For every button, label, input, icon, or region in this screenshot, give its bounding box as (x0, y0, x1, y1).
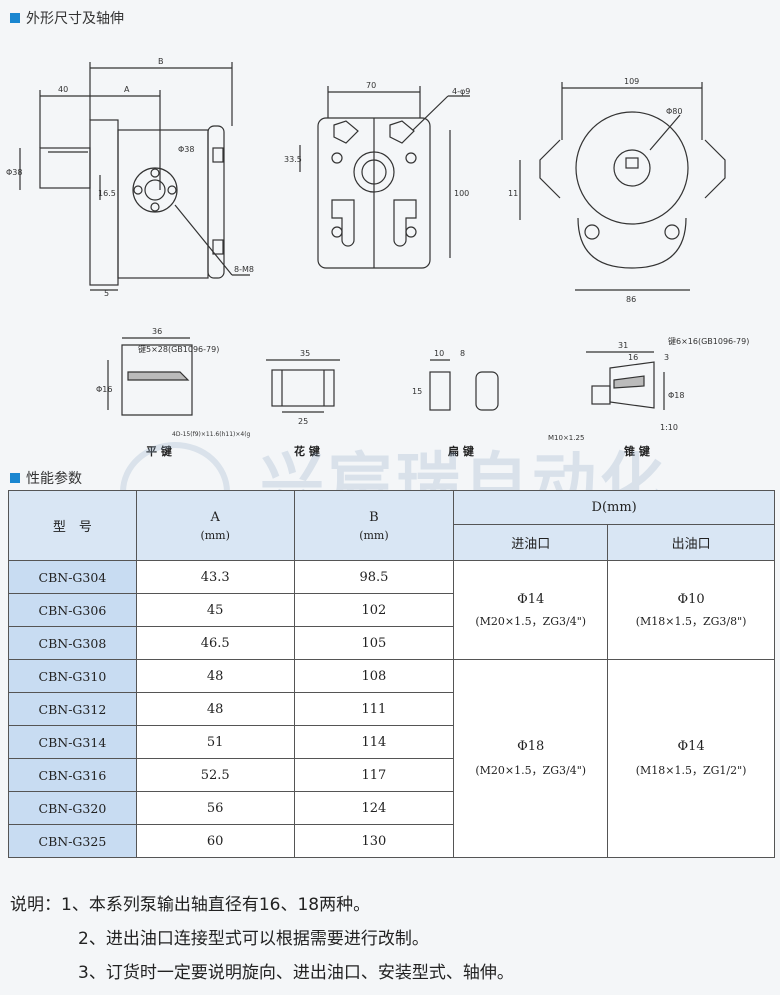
key4-label-3: 3 (664, 353, 669, 362)
header-D: D(mm) (453, 490, 775, 525)
header-model: 型 号 (8, 490, 137, 561)
caption-spline-key: 花 键 (294, 444, 321, 458)
key3-label-15: 15 (412, 387, 422, 396)
key2-label-spec: 4D-15(f9)×11.6(h11)×4(g (172, 431, 251, 438)
key4-label-spec: 键6×16(GB1096-79) (668, 336, 749, 346)
key2-label-35: 35 (300, 349, 310, 358)
dim-label-11: 11 (508, 189, 518, 198)
header-A: A(mm) (135, 490, 295, 561)
technical-drawings: B A 40 Φ38 16.5 5 Φ38 8-M8 70 33.5 100 4… (6, 57, 749, 458)
caption-taper-key: 锥 键 (624, 444, 651, 458)
dim-label-16-5: 16.5 (98, 189, 116, 198)
note-line-2: 2、进出油口连接型式可以根据需要进行改制。 (78, 929, 429, 949)
dim-label-5: 5 (104, 289, 109, 298)
performance-section-title: 性能参数 (10, 468, 82, 488)
key1-label-36: 36 (152, 327, 162, 336)
section-bullet-icon (10, 473, 20, 483)
key3-label-8: 8 (460, 349, 465, 358)
front-view-drawing (299, 86, 470, 269)
side-view-drawing (19, 62, 250, 291)
flat2-key-drawing (429, 359, 499, 411)
dim-label-70: 70 (366, 81, 376, 90)
dim-label-phi38: Φ38 (178, 145, 194, 154)
note-line-3: 3、订货时一定要说明旋向、进出油口、安装型式、轴伸。 (78, 963, 514, 983)
key4-label-31: 31 (618, 341, 628, 350)
inlet-group2: Φ18(M20×1.5，ZG3/4") (453, 659, 609, 858)
dim-label-B: B (158, 57, 164, 66)
notes: 说明：1、本系列泵输出轴直径有16、18两种。 2、进出油口连接型式可以根据需要… (10, 888, 514, 990)
outlet-group1: Φ10(M18×1.5，ZG3/8") (607, 560, 775, 660)
header-inlet: 进油口 (453, 524, 609, 561)
key4-label-taper: 1:10 (660, 423, 678, 432)
key1-label-phi16: Φ16 (96, 385, 112, 394)
section-bullet-icon (10, 13, 20, 23)
header-B: B(mm) (293, 490, 455, 561)
outlet-group2: Φ14(M18×1.5，ZG1/2") (607, 659, 775, 858)
dim-label-phi80: Φ80 (666, 107, 682, 116)
dimensions-section-title: 外形尺寸及轴伸 (10, 8, 124, 28)
taper-key-drawing (586, 351, 665, 410)
dim-label-4phi: 4-φ9 (452, 87, 470, 96)
dim-label-100: 100 (454, 189, 469, 198)
spline-key-drawing (266, 359, 340, 413)
dim-label-A: A (124, 85, 130, 94)
inlet-group1: Φ14(M20×1.5，ZG3/4") (453, 560, 609, 660)
dim-label-109: 109 (624, 77, 639, 86)
dim-label-8m8: 8-M8 (234, 265, 254, 274)
key3-label-10: 10 (434, 349, 444, 358)
key4-label-m10: M10×1.25 (548, 434, 584, 442)
dim-label-40: 40 (58, 85, 68, 94)
dim-label-38: Φ38 (6, 168, 22, 177)
caption-flat2-key: 扁 键 (448, 444, 475, 458)
flat-key-drawing (107, 337, 193, 416)
key4-label-phi18: Φ18 (668, 391, 684, 400)
key2-label-25: 25 (298, 417, 308, 426)
dim-label-33-5: 33.5 (284, 155, 302, 164)
header-outlet: 出油口 (607, 524, 775, 561)
caption-flat-key: 平 键 (146, 444, 173, 458)
key4-label-16: 16 (628, 353, 638, 362)
key1-label-spec: 键5×28(GB1096-79) (138, 344, 219, 354)
rear-view-drawing (519, 82, 726, 291)
dim-label-86: 86 (626, 295, 636, 304)
note-line-1: 说明：1、本系列泵输出轴直径有16、18两种。 (10, 895, 371, 915)
